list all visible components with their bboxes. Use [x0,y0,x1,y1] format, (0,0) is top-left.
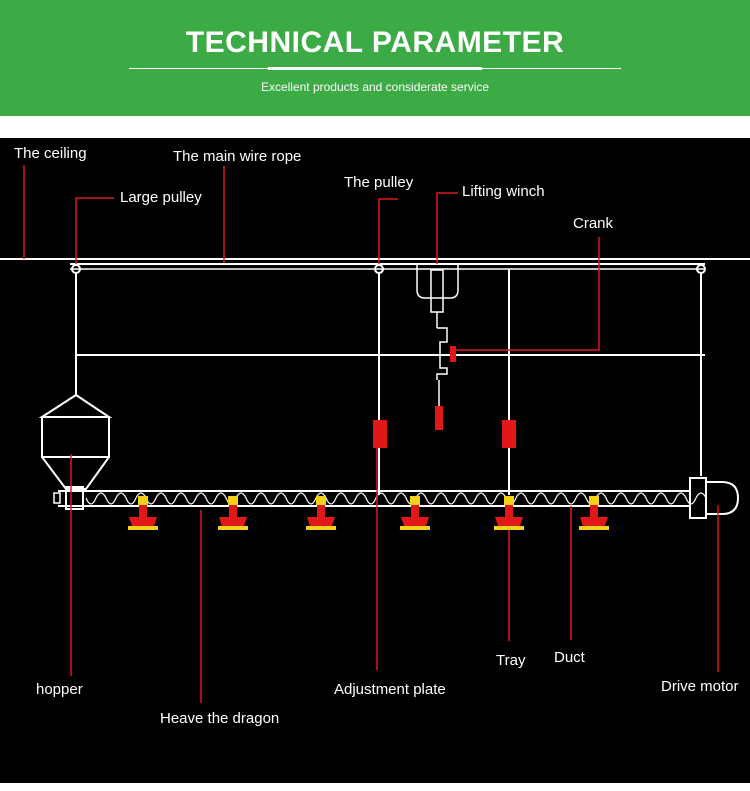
page-title: TECHNICAL PARAMETER [185,26,565,59]
leader-large-pulley [75,197,114,264]
auger-spiral-path [85,492,707,505]
header-banner: TECHNICAL PARAMETER Excellent products a… [0,0,750,116]
label-duct: Duct [554,649,586,666]
trays [128,496,609,530]
spacer [0,116,750,138]
leader-crank [456,237,600,351]
crank-linkage [436,327,448,380]
label-tray: Tray [496,652,526,669]
duct-end-cap [53,492,61,504]
tray-icon [400,496,430,530]
label-ceiling: The ceiling [14,145,87,162]
label-lifting-winch: Lifting winch [462,183,545,200]
crank-handle-icon [435,406,443,430]
label-adjustment-plate: Adjustment plate [334,681,446,698]
drive-motor-icon [706,481,740,515]
leader-lifting-winch [436,192,458,264]
title-divider-accent [268,67,482,70]
leader-pulley [378,198,398,264]
tray-icon [218,496,248,530]
adjustment-plate-icon-2 [502,420,516,448]
page-subtitle: Excellent products and considerate servi… [260,80,490,94]
hopper-icon [41,416,110,458]
label-drive-motor: Drive motor [661,678,739,695]
leader-lines [23,165,719,703]
crank-icon [450,346,456,362]
adjustment-plate-icon [373,420,387,448]
label-main-wire-rope: The main wire rope [173,148,301,165]
tray-icon [494,496,524,530]
hopper-top [38,393,113,418]
hopper-funnel [41,456,110,490]
lifting-winch-bracket [416,265,459,299]
label-crank: Crank [573,215,614,232]
hopper-outlet [65,486,84,510]
auger-spiral [85,492,707,505]
tray-icon [306,496,336,530]
label-pulley: The pulley [344,174,414,191]
label-hopper: hopper [36,681,83,698]
tray-icon [579,496,609,530]
label-large-pulley: Large pulley [120,189,202,206]
diagram-panel [0,138,750,783]
label-heave-the-dragon: Heave the dragon [160,710,279,727]
drive-motor-housing [689,477,707,519]
tray-icon [128,496,158,530]
lifting-winch-icon [430,269,444,313]
